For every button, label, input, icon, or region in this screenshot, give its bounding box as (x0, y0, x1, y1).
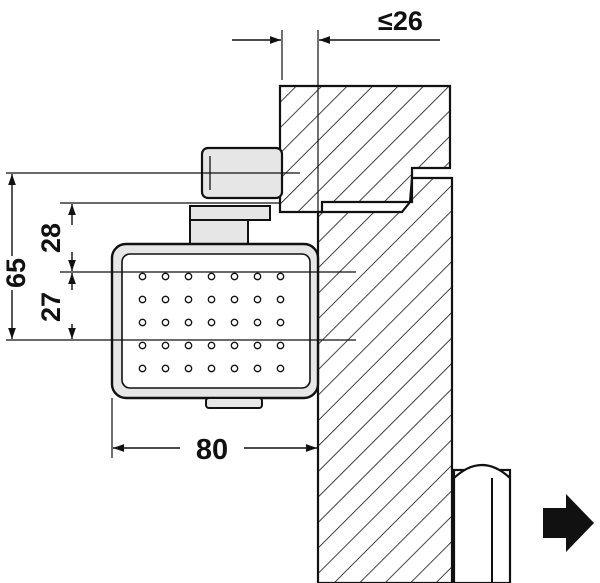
dim-width-label: 80 (196, 434, 228, 466)
door-hinge (452, 464, 512, 583)
dim-height-total-label: 65 (1, 258, 31, 288)
dim-width: 80 (113, 434, 317, 466)
dim-clearance: ≤26 (232, 6, 440, 44)
extension-lines (6, 30, 356, 458)
arrow-right-icon (543, 494, 594, 552)
arm-spindle (189, 205, 271, 245)
closer-body (110, 242, 320, 409)
dim-height-total: 65 (1, 174, 31, 339)
dim-height-upper-label: 28 (36, 223, 66, 253)
dim-height-lower: 27 (36, 273, 76, 339)
dim-clearance-label: ≤26 (378, 6, 423, 36)
vent-dots (131, 265, 292, 380)
dim-height-lower-label: 27 (36, 292, 66, 322)
door-leaf (316, 176, 454, 583)
dim-height-upper: 28 (36, 204, 76, 271)
